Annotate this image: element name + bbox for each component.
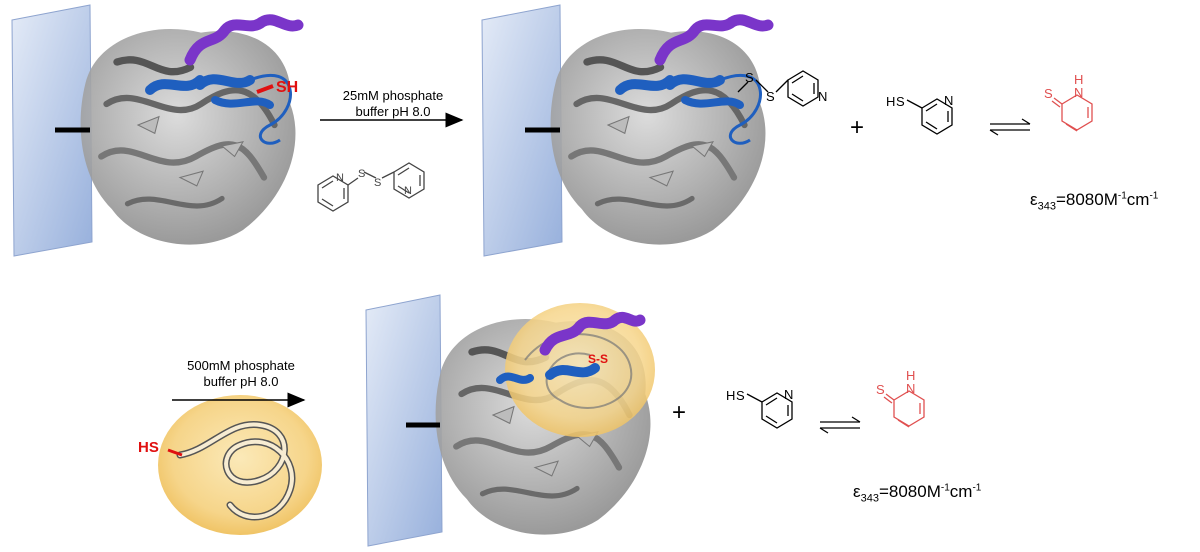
equilibrium-arrows-1 bbox=[989, 118, 1031, 136]
surface-panel-1 bbox=[11, 4, 93, 257]
protein-1: SH bbox=[81, 14, 304, 245]
sheet-blue-1b bbox=[195, 74, 255, 90]
thiol-pyridine-1-s: S bbox=[896, 94, 905, 109]
thiol-pyridine-2-n: N bbox=[784, 387, 793, 402]
sheet-blue-1c bbox=[211, 96, 274, 109]
thione-2-n: N bbox=[906, 381, 915, 396]
thiol-bond-1 bbox=[256, 84, 274, 94]
extinction-coefficient-2: ε343=8080M-1cm-1 bbox=[853, 482, 981, 504]
eps2-sub: 343 bbox=[860, 492, 879, 505]
thiol-label-1: SH bbox=[276, 79, 298, 96]
surface-panel-3 bbox=[365, 294, 443, 547]
step2-conditions-line1: 500mM phosphate bbox=[187, 358, 295, 373]
reagent-s2: S bbox=[374, 177, 381, 189]
eps1-prefix: ε bbox=[1030, 190, 1038, 209]
eps1-sup2: -1 bbox=[1149, 190, 1159, 202]
eps2-unit: cm bbox=[949, 482, 973, 501]
disulfide-label: S-S bbox=[588, 352, 608, 366]
polymer-thiol-label: HS bbox=[138, 439, 159, 456]
eps2-prefix: ε bbox=[853, 482, 861, 501]
thione-pyridine-1 bbox=[1051, 94, 1093, 132]
eps2-sup2: -1 bbox=[972, 482, 982, 494]
thiol-pyridine-1-n: N bbox=[944, 93, 953, 108]
loop-blue-1 bbox=[249, 73, 292, 145]
product-n: N bbox=[818, 89, 827, 104]
eps1-sup1: -1 bbox=[1117, 190, 1127, 202]
step1-conditions: 25mM phosphate buffer pH 8.0 bbox=[318, 88, 468, 119]
helix-purple-1 bbox=[184, 14, 304, 66]
product-s1: S bbox=[745, 70, 754, 85]
reagent-dpds bbox=[317, 162, 425, 212]
step1-conditions-line2: buffer pH 8.0 bbox=[355, 104, 431, 119]
plus-2: + bbox=[672, 399, 686, 426]
eps1-unit: cm bbox=[1126, 190, 1150, 209]
step2-conditions: 500mM phosphate buffer pH 8.0 bbox=[166, 358, 316, 389]
polymer-thiol-bond bbox=[167, 448, 183, 457]
step2-conditions-line2: buffer pH 8.0 bbox=[203, 374, 279, 389]
thiol-pyridine-1-h: H bbox=[886, 94, 895, 109]
thione-1-n: N bbox=[1074, 85, 1083, 100]
eps2-sup1: -1 bbox=[940, 482, 950, 494]
thiol-pyridine-2 bbox=[746, 392, 793, 429]
eps2-value: =8080M bbox=[878, 482, 941, 501]
plus-1: + bbox=[850, 114, 864, 141]
helix-purple-3 bbox=[539, 311, 646, 356]
surface-panel-2 bbox=[481, 4, 563, 257]
extinction-coefficient-1: ε343=8080M-1cm-1 bbox=[1030, 190, 1158, 212]
product-pyridyl-disulfide bbox=[737, 70, 819, 107]
reagent-n1: N bbox=[336, 172, 344, 184]
step1-conditions-line1: 25mM phosphate bbox=[342, 88, 444, 103]
thiol-pyridine-1 bbox=[906, 98, 953, 135]
sheet-blue-1a bbox=[145, 75, 205, 95]
reagent-n2: N bbox=[404, 185, 412, 197]
thione-1-h: H bbox=[1074, 72, 1083, 87]
thione-1-s: S bbox=[1044, 86, 1053, 101]
equilibrium-arrows-2 bbox=[819, 416, 861, 434]
protein-2 bbox=[551, 14, 774, 245]
thione-pyridine-2 bbox=[883, 390, 925, 428]
eps1-value: =8080M bbox=[1055, 190, 1118, 209]
eps1-sub: 343 bbox=[1037, 200, 1056, 213]
thione-2-h: H bbox=[906, 368, 915, 383]
product-s2: S bbox=[766, 89, 775, 104]
thione-2-s: S bbox=[876, 382, 885, 397]
sheet-blue-3 bbox=[545, 363, 600, 380]
thiol-pyridine-2-h: H bbox=[726, 388, 735, 403]
helix-purple-2 bbox=[654, 14, 774, 66]
thiol-pyridine-2-s: S bbox=[736, 388, 745, 403]
reagent-s1: S bbox=[358, 168, 365, 180]
